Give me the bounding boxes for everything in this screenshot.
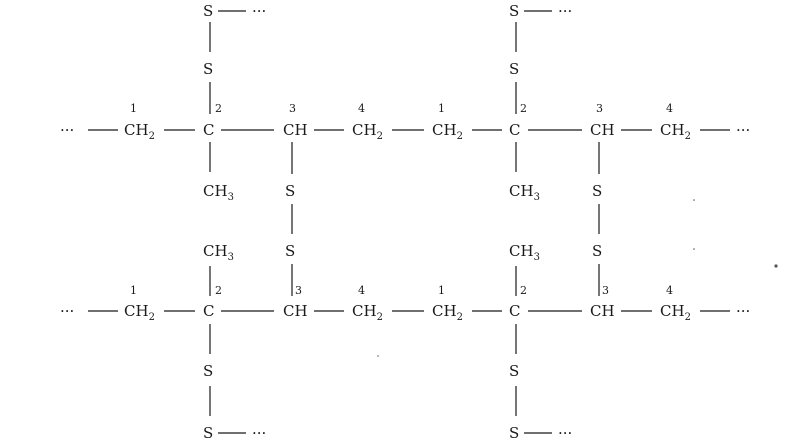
branch-ellipsis: ··· [252,2,266,20]
carbon-number-3: 3 [602,284,609,297]
right-disulfide-crosslink: S S [592,142,602,296]
carbon-number-2: 2 [520,102,527,115]
carbon-number-3: 3 [289,102,296,115]
upper-ch-group: CH [283,121,308,139]
ch3-group: CH3 [203,182,234,203]
scan-specks [377,199,778,357]
sulfur-atom: S [203,362,213,380]
lower-ch-group: CH [283,302,308,320]
carbon-number-4: 4 [666,102,673,115]
sulfur-atom: S [285,182,295,200]
scan-speck [693,248,695,250]
upper-ch2-group: CH2 [432,121,463,142]
sulfur-atom: S [203,60,213,78]
lower-right-sulfur-branch: S S ··· [509,324,572,442]
carbon-number-4: 4 [666,284,673,297]
branch-ellipsis: ··· [558,2,572,20]
carbon-number-1: 1 [130,102,137,115]
lower-quaternary-carbon: C [203,302,214,320]
scan-speck [774,264,778,268]
ch3-group: CH3 [509,242,540,263]
lower-left-sulfur-branch: S S ··· [203,324,266,442]
upper-chain-right-ellipsis: ··· [736,121,750,139]
lower-ch-group: CH [590,302,615,320]
lower-ch2-group: CH2 [124,302,155,323]
carbon-number-2: 2 [215,284,222,297]
sulfur-atom: S [203,2,213,20]
scan-speck [377,355,379,357]
ch3-group: CH3 [509,182,540,203]
lower-left-methyl: CH3 [203,242,234,296]
upper-right-methyl: CH3 [509,142,540,203]
left-disulfide-crosslink: S S [285,142,295,296]
lower-ch2-group: CH2 [660,302,691,323]
upper-polymer-chain: ··· CH2 1 C 2 CH 3 CH2 4 CH2 1 C 2 CH 3 … [60,102,750,142]
carbon-number-1: 1 [438,102,445,115]
upper-quaternary-carbon: C [509,121,520,139]
sulfur-atom: S [592,182,602,200]
upper-ch2-group: CH2 [660,121,691,142]
lower-chain-left-ellipsis: ··· [60,302,74,320]
sulfur-atom: S [509,424,519,442]
sulfur-atom: S [509,362,519,380]
carbon-number-3: 3 [596,102,603,115]
branch-ellipsis: ··· [252,424,266,442]
upper-left-methyl: CH3 [203,142,234,203]
carbon-number-3: 3 [295,284,302,297]
lower-chain-right-ellipsis: ··· [736,302,750,320]
lower-polymer-chain: ··· CH2 1 C 2 CH 3 CH2 4 CH2 1 C 2 CH 3 … [60,284,750,323]
upper-ch2-group: CH2 [352,121,383,142]
carbon-number-1: 1 [130,284,137,297]
upper-quaternary-carbon: C [203,121,214,139]
sulfur-atom: S [203,424,213,442]
upper-right-sulfur-branch: S ··· S [509,2,572,114]
lower-ch2-group: CH2 [352,302,383,323]
lower-quaternary-carbon: C [509,302,520,320]
ch3-group: CH3 [203,242,234,263]
lower-ch2-group: CH2 [432,302,463,323]
carbon-number-1: 1 [438,284,445,297]
upper-ch2-group: CH2 [124,121,155,142]
carbon-number-2: 2 [520,284,527,297]
sulfur-atom: S [285,242,295,260]
upper-left-sulfur-branch: S ··· S [203,2,266,114]
sulfur-atom: S [592,242,602,260]
upper-ch-group: CH [590,121,615,139]
sulfur-atom: S [509,2,519,20]
lower-right-methyl: CH3 [509,242,540,296]
sulfur-atom: S [509,60,519,78]
branch-ellipsis: ··· [558,424,572,442]
carbon-number-4: 4 [358,284,365,297]
scan-speck [693,199,695,201]
carbon-number-4: 4 [358,102,365,115]
carbon-number-2: 2 [215,102,222,115]
upper-chain-left-ellipsis: ··· [60,121,74,139]
